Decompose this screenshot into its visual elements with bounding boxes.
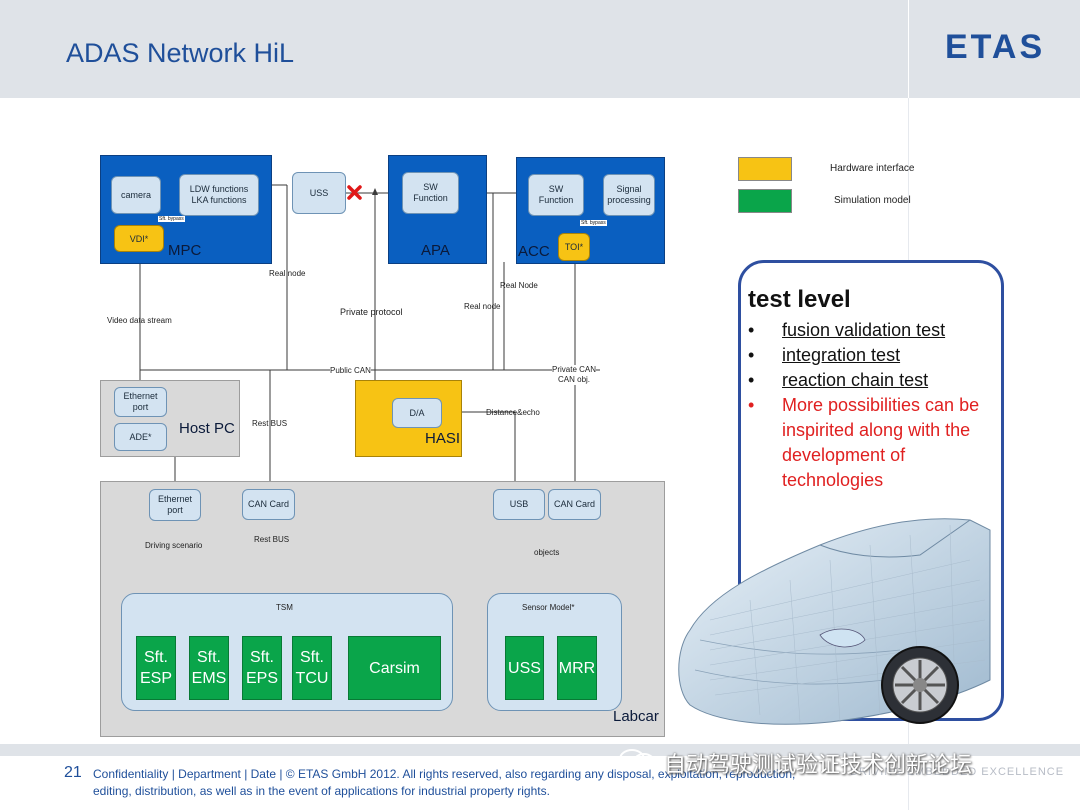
etas-tagline: DRIVING EMBEDDED EXCELLENCE <box>850 766 1065 778</box>
wireframe-car-image <box>678 518 991 725</box>
ldw-lka-box: LDW functions LKA functions <box>179 174 259 216</box>
acc-bypass-tag: Sft. bypass <box>580 220 607 226</box>
model-carsim: Carsim <box>348 636 441 700</box>
model-ems: Sft. EMS <box>189 636 229 700</box>
real-node-label-3: Real node <box>464 302 501 311</box>
labcar-label: Labcar <box>613 708 659 725</box>
model-uss: USS <box>505 636 544 700</box>
mpc-bypass-tag: Sft. bypass <box>158 216 185 222</box>
video-stream-label: Video data stream <box>107 316 172 325</box>
camera-box: camera <box>111 176 161 214</box>
real-node-label-1: Real node <box>269 269 306 278</box>
distance-echo-label: Distance&echo <box>486 408 540 417</box>
bullet-icon: • <box>748 395 755 415</box>
signal-processing-box: Signal processing <box>603 174 655 216</box>
test-item-text: More possibilities can be inspirited alo… <box>782 395 980 490</box>
vdi-box: VDI* <box>114 225 164 252</box>
objects-label: objects <box>534 548 560 557</box>
slide-header: ADAS Network HiL ETAS <box>0 0 1080 98</box>
model-tcu: Sft. TCU <box>292 636 332 700</box>
legend-simulation-swatch <box>738 189 792 213</box>
public-can-label: Public CAN <box>330 366 371 375</box>
etas-logo: ETAS <box>945 28 1046 66</box>
model-esp: Sft. ESP <box>136 636 176 700</box>
rest-bus-label-2: Rest BUS <box>254 535 290 544</box>
labcar-can-card-2: CAN Card <box>548 489 601 520</box>
hasi-label: HASI <box>425 430 461 447</box>
private-can-label: Private CAN CAN obj. <box>552 365 597 385</box>
header-divider <box>908 0 909 98</box>
apa-sw-function-box: SW Function <box>402 172 459 214</box>
driving-scenario-label: Driving scenario <box>145 541 203 550</box>
slide-title: ADAS Network HiL <box>66 38 295 68</box>
toi-box: TOI* <box>558 233 590 261</box>
da-box: D/A <box>392 398 442 428</box>
bullet-icon: • <box>748 345 755 365</box>
private-protocol-label: Private protocol <box>340 307 403 317</box>
test-level-title: test level <box>748 286 851 313</box>
sensor-model-label: Sensor Model* <box>522 603 575 612</box>
model-eps: Sft. EPS <box>242 636 282 700</box>
page-number: 21 <box>64 764 82 781</box>
labcar-usb-box: USB <box>493 489 545 520</box>
ade-box: ADE* <box>114 423 167 451</box>
legend-simulation-label: Simulation model <box>834 195 911 206</box>
test-item-text: integration test <box>782 345 901 365</box>
host-pc-label: Host PC <box>179 420 235 437</box>
labcar-can-card-1: CAN Card <box>242 489 295 520</box>
tsm-label: TSM <box>276 603 293 612</box>
labcar-ethernet-port: Ethernet port <box>149 489 201 521</box>
legend-hardware-label: Hardware interface <box>830 163 915 174</box>
test-item-reaction: • reaction chain test <box>748 368 993 393</box>
real-node-label-2: Real Node <box>500 281 538 290</box>
test-item-text: reaction chain test <box>782 370 929 390</box>
acc-label: ACC <box>518 243 550 260</box>
wechat-icon <box>619 749 655 771</box>
legend-hardware-swatch <box>738 157 792 181</box>
footer-band <box>0 744 1080 756</box>
acc-sw-function-box: SW Function <box>528 174 584 216</box>
watermark-text: 自动驾驶测试验证技术创新论坛 <box>664 753 973 778</box>
rest-bus-label-1: Rest BUS <box>252 419 288 428</box>
uss-box: USS <box>292 172 346 214</box>
bullet-icon: • <box>748 320 755 340</box>
mpc-label: MPC <box>168 242 202 259</box>
bullet-icon: • <box>748 370 755 390</box>
test-item-fusion: • fusion validation test <box>748 318 993 343</box>
confidentiality-notice: Confidentiality | Department | Date | © … <box>93 767 796 798</box>
model-mrr: MRR <box>557 636 597 700</box>
test-item-text: fusion validation test <box>782 320 946 340</box>
apa-label: APA <box>421 242 450 259</box>
test-item-more: • More possibilities can be inspirited a… <box>748 393 993 493</box>
test-item-integration: • integration test <box>748 343 993 368</box>
host-ethernet-port: Ethernet port <box>114 387 167 417</box>
